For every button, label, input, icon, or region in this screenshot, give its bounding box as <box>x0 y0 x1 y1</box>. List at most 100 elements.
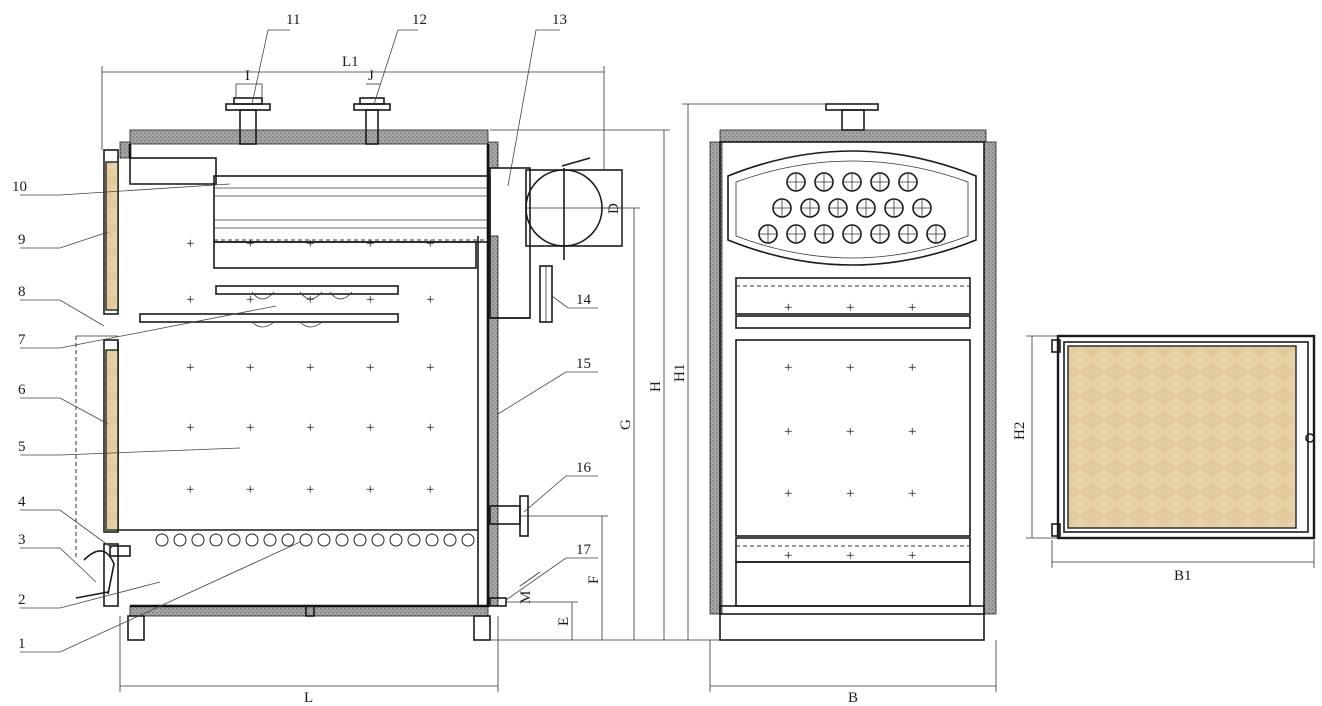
callout-7: 7 <box>18 332 26 348</box>
dim-J: J <box>368 68 374 84</box>
svg-text:+: + <box>186 420 194 436</box>
svg-text:+: + <box>426 292 434 308</box>
callout-9: 9 <box>18 232 26 248</box>
svg-text:+: + <box>846 548 854 564</box>
svg-text:+: + <box>784 360 792 376</box>
svg-text:+: + <box>846 300 854 316</box>
svg-text:+: + <box>366 420 374 436</box>
dim-I: I <box>245 68 250 84</box>
callout-16: 16 <box>576 460 592 476</box>
callout-4: 4 <box>18 494 26 510</box>
svg-text:+: + <box>186 292 194 308</box>
right-leg <box>473 615 491 641</box>
callout-2: 2 <box>18 592 26 608</box>
svg-text:+: + <box>426 236 434 252</box>
svg-text:+: + <box>426 420 434 436</box>
smoke-tubes-block <box>213 175 491 243</box>
callout-8: 8 <box>18 284 26 300</box>
svg-text:+: + <box>784 424 792 440</box>
front-firebox <box>735 339 971 537</box>
callout-1: 1 <box>18 636 26 652</box>
callout-11: 11 <box>286 12 300 28</box>
dim-B: B <box>848 690 858 706</box>
callout-14: 14 <box>576 292 592 308</box>
dimension-lines <box>101 66 1315 692</box>
svg-text:+: + <box>186 360 194 376</box>
crown-sheet <box>727 150 977 266</box>
door-detail-view <box>1051 334 1316 540</box>
svg-text:+: + <box>246 236 254 252</box>
svg-text:+: + <box>306 292 314 308</box>
svg-text:+: + <box>908 548 916 564</box>
svg-text:+: + <box>908 300 916 316</box>
front-left-insulation <box>709 141 723 615</box>
door-glass-panel <box>1067 345 1297 529</box>
nozzle-12 <box>353 97 391 145</box>
dim-H1: H1 <box>672 364 688 382</box>
svg-text:+: + <box>784 548 792 564</box>
grate-tubes <box>155 533 475 547</box>
bottom-insulation <box>129 605 489 617</box>
svg-text:+: + <box>366 360 374 376</box>
svg-text:+: + <box>186 482 194 498</box>
callout-15: 15 <box>576 356 591 372</box>
side-section-view: +++++ +++++ +++++ +++++ +++++ <box>75 97 623 641</box>
dim-M: M <box>518 591 534 604</box>
upper-flue-channel <box>129 157 217 185</box>
svg-text:+: + <box>306 236 314 252</box>
dim-G: G <box>618 419 634 430</box>
svg-text:+: + <box>426 482 434 498</box>
svg-text:+: + <box>908 424 916 440</box>
front-view: +++ +++ +++ +++ +++ <box>709 103 997 641</box>
callout-6: 6 <box>18 382 26 398</box>
left-leg <box>127 615 145 641</box>
svg-text:+: + <box>366 236 374 252</box>
callout-labels: 1 2 3 4 5 6 7 8 9 10 11 12 13 14 15 16 1… <box>12 12 592 652</box>
lower-door-glass <box>105 349 119 531</box>
upper-door-glass <box>105 161 119 311</box>
boiler-body-outline <box>128 144 490 608</box>
svg-text:+: + <box>246 482 254 498</box>
top-insulation <box>129 129 489 145</box>
callout-13: 13 <box>552 12 567 28</box>
svg-text:+: + <box>846 360 854 376</box>
callout-5: 5 <box>18 439 26 455</box>
svg-text:+: + <box>246 292 254 308</box>
front-right-insulation <box>983 141 997 615</box>
baffle-upper <box>215 285 399 295</box>
dim-D: D <box>606 203 622 214</box>
callout-10: 10 <box>12 179 27 195</box>
dim-B1: B1 <box>1174 568 1192 584</box>
front-base <box>719 605 985 641</box>
dim-F: F <box>586 576 602 584</box>
dim-L1: L1 <box>342 54 359 70</box>
firebox-wall <box>117 236 479 606</box>
baffle-lower <box>139 313 399 323</box>
svg-text:+: + <box>246 420 254 436</box>
nozzle-11 <box>225 97 271 145</box>
right-insulation-top <box>487 141 499 169</box>
dim-H: H <box>648 381 664 392</box>
svg-text:+: + <box>908 486 916 502</box>
dimension-labels: L1 I J L B B1 H2 H H1 G D F E M <box>245 54 1192 706</box>
front-flue-tubes <box>758 172 946 244</box>
stay-bolt-markers: +++++ +++++ +++++ +++++ +++++ <box>186 236 434 498</box>
dim-L: L <box>304 690 313 706</box>
svg-text:+: + <box>246 360 254 376</box>
dim-E: E <box>556 617 572 626</box>
left-insulation-upper <box>119 141 131 159</box>
ash-door <box>103 543 119 607</box>
callout-12: 12 <box>412 12 427 28</box>
svg-text:+: + <box>908 360 916 376</box>
svg-text:+: + <box>366 482 374 498</box>
svg-text:+: + <box>426 360 434 376</box>
leader-lines <box>20 29 598 653</box>
svg-text:+: + <box>186 236 194 252</box>
svg-text:+: + <box>306 482 314 498</box>
svg-text:+: + <box>846 424 854 440</box>
front-stay-markers: +++ +++ +++ +++ +++ <box>784 300 916 564</box>
callout-3: 3 <box>18 532 26 548</box>
svg-text:+: + <box>784 300 792 316</box>
svg-text:+: + <box>366 292 374 308</box>
